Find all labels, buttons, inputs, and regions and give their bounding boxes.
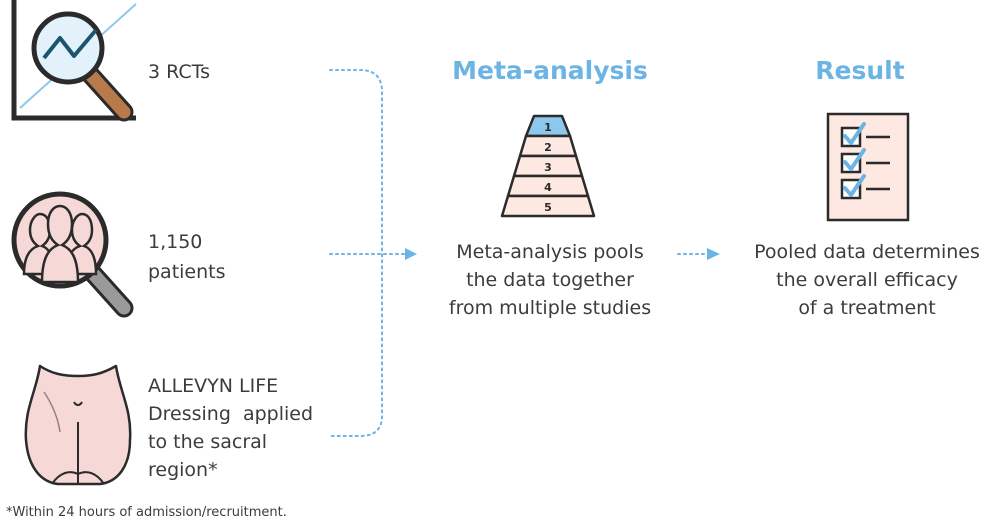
meta-desc-line-1: Meta-analysis pools xyxy=(456,241,644,263)
patients-label: 1,150 patients xyxy=(148,228,226,286)
dressing-label: ALLEVYN LIFE Dressing applied to the sac… xyxy=(148,372,313,484)
result-heading: Result xyxy=(815,56,905,85)
dressing-line-4: region* xyxy=(148,459,218,481)
patients-line-2: patients xyxy=(148,261,226,283)
sacral-body-icon xyxy=(22,362,134,486)
pyramid-level-4: 4 xyxy=(544,181,552,194)
meta-desc-line-3: from multiple studies xyxy=(448,297,652,319)
dressing-line-1: ALLEVYN LIFE xyxy=(148,375,279,397)
checklist-icon xyxy=(822,110,914,224)
dressing-line-2: Dressing applied xyxy=(148,403,314,425)
arrow-head-2 xyxy=(707,248,720,260)
result-description: Pooled data determines the overall effic… xyxy=(730,240,1004,321)
arrow-head-1 xyxy=(405,248,417,260)
rcts-label: 3 RCTs xyxy=(148,61,211,83)
chart-magnifier-icon xyxy=(4,0,144,124)
pyramid-level-3: 3 xyxy=(544,161,552,174)
pyramid-level-5: 5 xyxy=(544,201,552,214)
patients-magnifier-icon xyxy=(8,190,138,320)
meta-desc-line-2: the data together xyxy=(466,269,634,291)
patients-line-1: 1,150 xyxy=(148,231,203,253)
result-desc-line-1: Pooled data determines xyxy=(754,241,980,263)
pyramid-level-2: 2 xyxy=(544,141,552,154)
meta-analysis-description: Meta-analysis pools the data together fr… xyxy=(420,240,680,321)
pyramid-level-1: 1 xyxy=(544,121,552,134)
result-desc-line-2: the overall efficacy xyxy=(776,269,958,291)
evidence-pyramid-icon: 1 2 3 4 5 xyxy=(486,110,610,222)
result-desc-line-3: of a treatment xyxy=(798,297,936,319)
dressing-line-3: to the sacral xyxy=(148,431,268,453)
meta-analysis-heading: Meta-analysis xyxy=(452,56,648,85)
footnote: *Within 24 hours of admission/recruitmen… xyxy=(6,505,287,520)
